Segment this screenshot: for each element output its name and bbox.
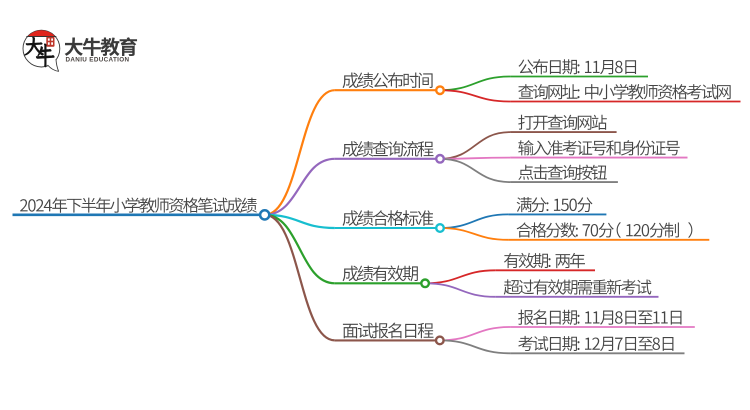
- svg-text:DANIU EDUCATION: DANIU EDUCATION: [66, 57, 130, 64]
